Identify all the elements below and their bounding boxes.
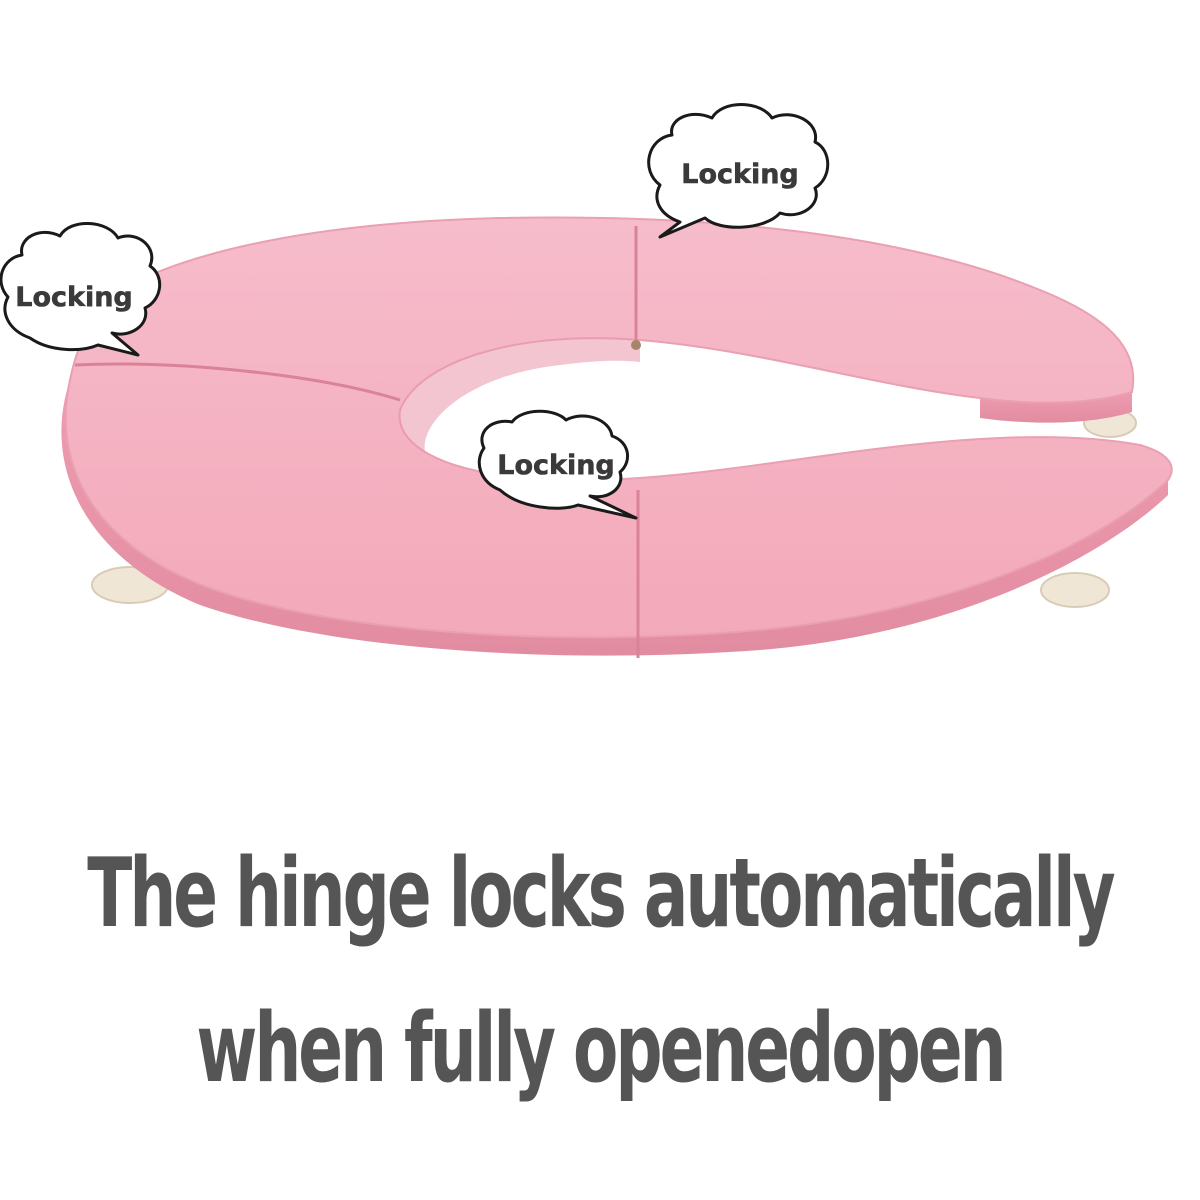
callout-top-bubble xyxy=(647,103,830,239)
callout-left-label: Locking xyxy=(15,282,133,313)
hinge-seam-left xyxy=(74,362,401,402)
folding-seat-illustration: Locking Locking Locking xyxy=(0,103,1173,658)
callout-middle-label: Locking xyxy=(497,450,615,481)
arm-right-side-wall xyxy=(980,392,1132,423)
callout-top-label: Locking xyxy=(681,159,799,190)
hinge-seams xyxy=(74,226,641,658)
callout-top: Locking xyxy=(647,103,830,239)
seat-top-surface xyxy=(64,216,1173,639)
callout-middle-bubble xyxy=(477,409,638,520)
callout-middle: Locking xyxy=(477,409,638,520)
hinge-joint-icon xyxy=(631,340,641,350)
callout-left-bubble xyxy=(0,222,161,357)
caption-line-1: The hinge locks automatically xyxy=(87,837,1115,950)
seat-hole-rim xyxy=(399,338,640,452)
caption-line-2: when fully openedopen xyxy=(196,992,1006,1105)
suction-foot-mid xyxy=(1040,572,1110,608)
callout-left: Locking xyxy=(0,222,161,357)
